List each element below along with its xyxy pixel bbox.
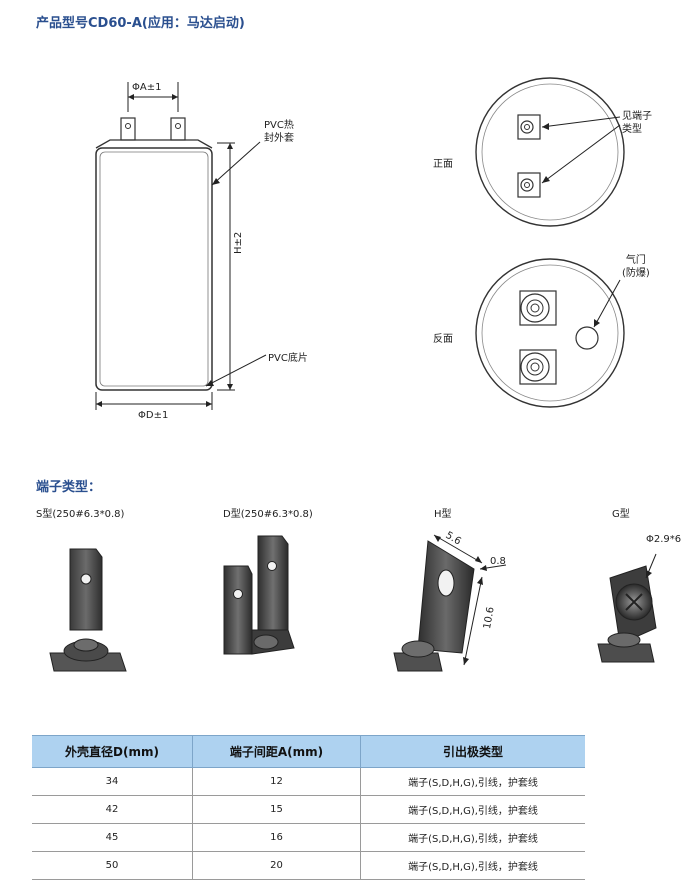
cell-diameter: 34 xyxy=(32,767,193,796)
cell-lead-type: 端子(S,D,H,G),引线，护套线 xyxy=(360,795,585,824)
cell-lead-type: 端子(S,D,H,G),引线，护套线 xyxy=(360,767,585,796)
terminal-d-image xyxy=(223,535,295,655)
terminal-g-image xyxy=(597,553,657,663)
see-terminal-label: 见端子 类型 xyxy=(622,111,652,135)
dim-h-label: H±2 xyxy=(233,231,244,254)
h-thick-dim: 0.8 xyxy=(490,556,506,567)
header-diameter: 外壳直径D(mm) xyxy=(32,735,193,768)
pvc-base-label: PVC底片 xyxy=(268,353,308,364)
table-row: 45 16 端子(S,D,H,G),引线，护套线 xyxy=(32,823,585,852)
pvc-sleeve-label: PVC热 封外套 xyxy=(264,120,294,144)
page-title: 产品型号CD60-A(应用：马达启动) xyxy=(36,16,245,31)
terminal-section-title: 端子类型： xyxy=(36,480,102,495)
cell-spacing: 16 xyxy=(192,823,361,852)
header-lead-type: 引出极类型 xyxy=(360,735,585,768)
table-header-row: 外壳直径D(mm) 端子间距A(mm) 引出极类型 xyxy=(32,735,585,768)
cell-diameter: 50 xyxy=(32,851,193,880)
header-spacing: 端子间距A(mm) xyxy=(192,735,361,768)
cell-lead-type: 端子(S,D,H,G),引线，护套线 xyxy=(360,823,585,852)
g-dim: Φ2.9*6 xyxy=(646,534,682,545)
back-label: 反面 xyxy=(433,334,453,345)
terminal-h-image xyxy=(393,534,507,672)
cell-lead-type: 端子(S,D,H,G),引线，护套线 xyxy=(360,851,585,880)
dim-d-label: ΦD±1 xyxy=(138,410,169,421)
cell-diameter: 45 xyxy=(32,823,193,852)
terminal-g-label: G型 xyxy=(612,509,630,520)
dim-a-label: ΦA±1 xyxy=(132,82,162,93)
table-row: 50 20 端子(S,D,H,G),引线，护套线 xyxy=(32,851,585,880)
vent-label: 气门 (防爆) xyxy=(622,255,650,279)
cell-spacing: 20 xyxy=(192,851,361,880)
cell-spacing: 15 xyxy=(192,795,361,824)
front-label: 正面 xyxy=(433,159,453,170)
table-row: 34 12 端子(S,D,H,G),引线，护套线 xyxy=(32,767,585,796)
terminal-s-image xyxy=(49,548,127,672)
capacitor-top-bottom-views xyxy=(475,77,625,408)
terminal-h-label: H型 xyxy=(434,509,452,520)
cell-diameter: 42 xyxy=(32,795,193,824)
table-row: 42 15 端子(S,D,H,G),引线，护套线 xyxy=(32,795,585,824)
spec-table: 外壳直径D(mm) 端子间距A(mm) 引出极类型 34 12 端子(S,D,H… xyxy=(32,735,585,880)
capacitor-side-diagram xyxy=(95,82,267,410)
terminal-s-label: S型(250#6.3*0.8) xyxy=(36,509,125,520)
cell-spacing: 12 xyxy=(192,767,361,796)
terminal-d-label: D型(250#6.3*0.8) xyxy=(223,509,313,520)
